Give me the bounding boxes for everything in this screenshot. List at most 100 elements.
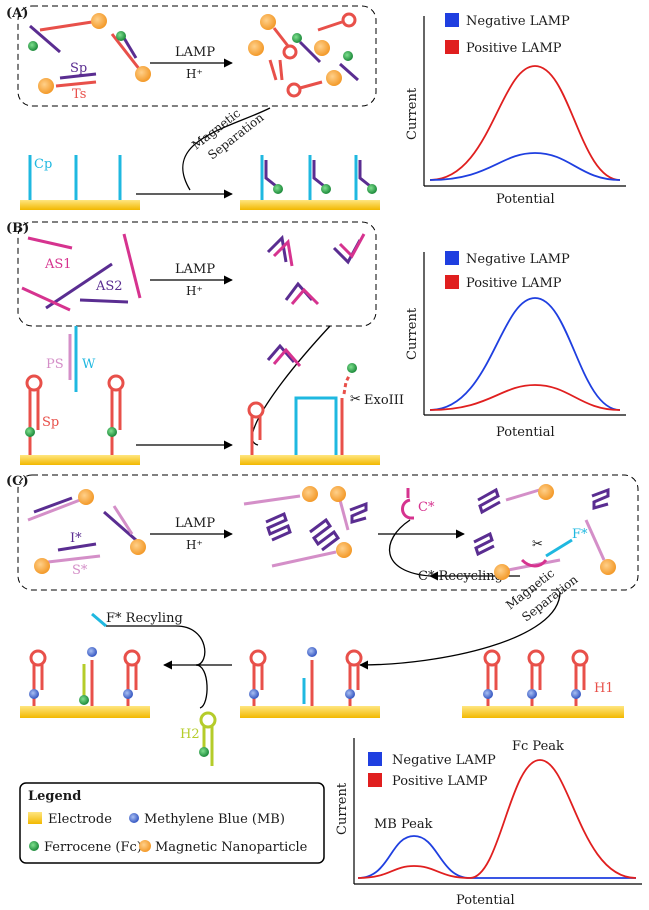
legend-swatch-negative — [445, 13, 459, 27]
h1-label: H1 — [594, 681, 614, 696]
positive-curve — [429, 65, 621, 181]
cleaved-fragment — [342, 373, 352, 395]
strand — [268, 59, 278, 81]
w-label: W — [82, 357, 96, 372]
lamp-label-a: LAMP — [175, 45, 215, 60]
legend-title: Legend — [28, 789, 81, 804]
chart-a: Current Potential Negative LAMP Positive… — [405, 13, 626, 207]
hybridized-probe — [308, 155, 331, 200]
electrode-swatch — [28, 812, 42, 824]
legend-negative-label: Negative LAMP — [392, 753, 496, 768]
legend-swatch-positive — [445, 275, 459, 289]
mb-dot-icon — [129, 813, 139, 823]
hairpin-loop — [286, 82, 302, 98]
strand — [317, 20, 343, 32]
hairpin-probe — [527, 649, 545, 706]
hairpin-probe — [123, 649, 141, 706]
s-label: S* — [72, 563, 88, 578]
ts-label: Ts — [72, 87, 86, 102]
exo-label: ExoIII — [364, 393, 404, 408]
hairpin-loop — [341, 12, 357, 28]
strand — [112, 505, 134, 535]
scissors-icon: ✂ — [532, 537, 543, 552]
h-plus-label-b: H⁺ — [186, 284, 203, 298]
strand — [299, 80, 323, 90]
positive-curve — [357, 759, 637, 879]
legend-box: Legend Electrode Methylene Blue (MB) Fer… — [19, 782, 325, 864]
folded-product — [349, 501, 368, 524]
h-plus-label-a: H⁺ — [186, 67, 203, 81]
f-star-label: F* — [572, 527, 588, 542]
mb-peak-label: MB Peak — [374, 817, 433, 832]
scissors-icon: ✂ — [350, 392, 361, 407]
h2-label: H2 — [180, 727, 200, 742]
sp-label: Sp — [70, 61, 87, 76]
legend-electrode-label: Electrode — [48, 812, 112, 827]
magnetic-nanoparticle — [91, 13, 107, 29]
strand — [122, 233, 142, 299]
strand — [278, 59, 284, 81]
ferrocene-dot — [347, 363, 357, 373]
negative-curve — [357, 835, 636, 879]
hairpin-probe — [345, 649, 363, 706]
strand — [45, 262, 113, 310]
strand — [29, 24, 61, 54]
magnetic-nanoparticle — [260, 14, 276, 30]
hybridized-probe — [260, 155, 283, 200]
hairpin-probe — [247, 401, 265, 455]
mnp-dot-icon — [139, 840, 151, 852]
strand — [103, 510, 137, 542]
legend-positive-label: Positive LAMP — [466, 41, 562, 56]
electrode — [240, 455, 380, 465]
hairpin-probe — [107, 374, 125, 455]
legend-negative-label: Negative LAMP — [466, 14, 570, 29]
magnetic-nanoparticle — [248, 40, 264, 56]
strand — [122, 37, 138, 59]
ps-label: PS — [46, 357, 64, 372]
strand — [27, 498, 81, 522]
cp-label: Cp — [34, 157, 52, 172]
legend-swatch-negative — [445, 251, 459, 265]
w-bridge — [294, 396, 338, 455]
reaction-box-b — [17, 221, 377, 327]
strand — [584, 519, 606, 561]
magnetic-nanoparticle — [314, 40, 330, 56]
strand — [272, 27, 290, 47]
panel-c: (C) I* S* LAMP H⁺ — [6, 474, 642, 908]
magnetic-nanoparticle — [494, 564, 510, 580]
separation-curve — [182, 107, 271, 191]
negative-curve — [429, 152, 621, 181]
ferrocene-dot — [28, 41, 38, 51]
ferrocene-dot — [116, 31, 126, 41]
strand — [79, 298, 129, 304]
hairpin-loop — [282, 44, 298, 60]
i-label: I* — [70, 531, 82, 546]
as2-label: AS2 — [95, 279, 123, 294]
electrode — [20, 706, 150, 718]
strand — [21, 286, 71, 312]
f-recycling-label: F* Recyling — [106, 611, 183, 626]
x-axis-label: Potential — [456, 893, 515, 908]
lamp-product — [266, 234, 294, 267]
strand — [59, 72, 97, 80]
panel-a: (A) Sp Ts LAMP H⁺ — [6, 5, 626, 210]
sp-label-b: Sp — [42, 415, 59, 430]
f-star-strand — [545, 538, 573, 558]
strand — [338, 499, 350, 531]
chart-b: Current Potential Negative LAMP Positive… — [405, 251, 626, 440]
hairpin-probe — [483, 649, 501, 706]
opened-probe — [79, 647, 97, 706]
magnetic-nanoparticle — [302, 486, 318, 502]
h2-hairpin — [199, 711, 217, 766]
folded-product — [309, 517, 341, 552]
strand — [39, 20, 93, 32]
magnetic-nanoparticle — [336, 542, 352, 558]
magnetic-nanoparticle — [130, 539, 146, 555]
folded-product — [591, 487, 610, 510]
c-star-label: C* — [418, 500, 435, 515]
strand — [271, 550, 337, 568]
chart-c: Current Potential Negative LAMP Positive… — [335, 738, 642, 908]
magnetic-nanoparticle — [326, 70, 342, 86]
fc-peak-label: Fc Peak — [512, 739, 564, 754]
magnetic-nanoparticle — [538, 484, 554, 500]
